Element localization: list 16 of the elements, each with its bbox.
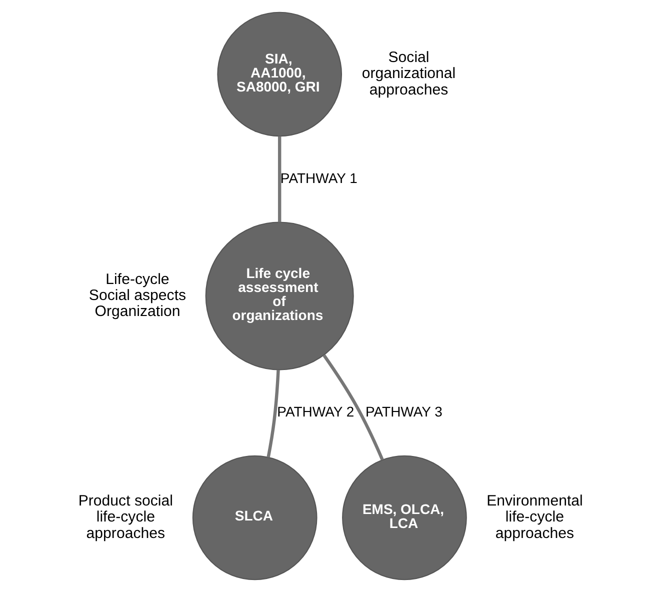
node-label: Social organizational approaches [362, 49, 456, 98]
edge-label: PATHWAY 2 [277, 403, 354, 420]
node-label: Organization [94, 303, 180, 320]
node-label: Life-cycle [106, 270, 170, 288]
connector [278, 136, 282, 222]
edge-label: PATHWAY 3 [365, 403, 442, 420]
node-circle: Life cycle assessment of organizations [205, 222, 354, 370]
node-circle: SIA, AA1000, SA8000, GRI [217, 12, 342, 137]
node-circle: EMS, OLCA, LCA [342, 455, 467, 580]
connector [266, 370, 280, 458]
edge-label: PATHWAY 1 [280, 170, 358, 186]
node-circle: SLCA [192, 455, 318, 580]
node-label: Social aspects [88, 286, 186, 304]
connector [322, 354, 384, 460]
node-label: Product social life-cycle approaches [78, 492, 173, 542]
node-label: Environmental life-cycle approaches [486, 492, 583, 542]
